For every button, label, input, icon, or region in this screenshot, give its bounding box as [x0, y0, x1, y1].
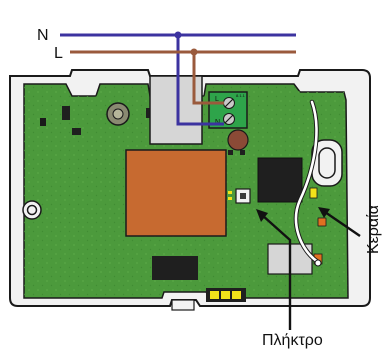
button-callout: Πλήκτρο	[256, 209, 323, 349]
antenna-wire	[293, 99, 322, 267]
line-junction	[190, 48, 198, 56]
left-mounting-hole	[22, 200, 42, 220]
neutral-wire	[60, 33, 224, 126]
buzzer	[106, 102, 130, 126]
terminal-code: 8.1.1	[236, 93, 246, 98]
right-mounting-slot	[311, 139, 343, 187]
mains-wires	[60, 31, 296, 126]
transformer	[125, 149, 227, 237]
neutral-junction	[174, 31, 182, 39]
terminal-label-l: L	[215, 96, 219, 103]
line-label: L	[54, 45, 63, 62]
pushbutton[interactable]	[228, 188, 251, 204]
microcontroller-chip	[257, 157, 303, 203]
bottom-clip	[171, 299, 195, 311]
button-label: Πλήκτρο	[262, 332, 323, 349]
capacitor	[227, 129, 249, 151]
line-wire	[70, 50, 224, 105]
neutral-label: N	[37, 27, 49, 44]
led-indicator-bar	[206, 288, 246, 302]
antenna-callout: Κεραία	[318, 205, 382, 254]
antenna-label: Κεραία	[365, 205, 382, 254]
